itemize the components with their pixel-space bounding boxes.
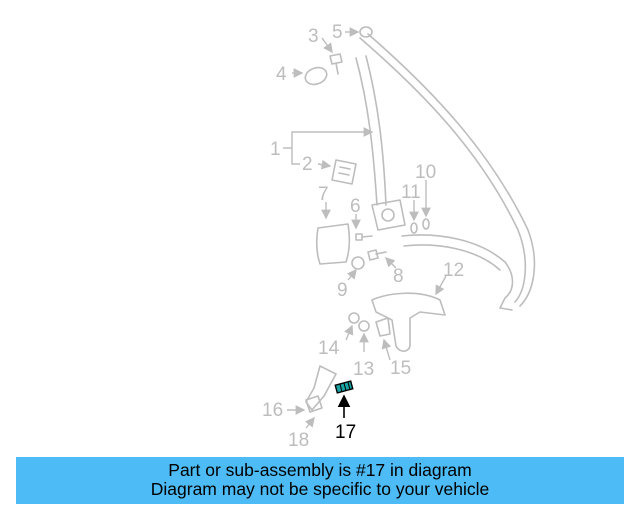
callout-13: 13 [353, 359, 374, 380]
parts-diagram: 1 2 3 4 5 6 7 8 9 10 11 12 13 14 15 16 1… [262, 22, 536, 451]
callout-7: 7 [318, 184, 329, 205]
callout-12: 12 [443, 260, 464, 281]
part-11-clip [410, 222, 418, 234]
callout-1: 1 [270, 139, 281, 160]
part-4-cover [304, 66, 328, 86]
part-16-buckle [305, 365, 337, 411]
callout-17: 17 [335, 422, 356, 443]
part-3-bolt [329, 53, 343, 75]
callout-10: 10 [415, 162, 436, 183]
leader-lines [283, 27, 447, 429]
callout-18: 18 [288, 430, 309, 451]
callout-labels: 1 2 3 4 5 6 7 8 9 10 11 12 13 14 15 16 1… [262, 22, 464, 451]
callout-3: 3 [308, 26, 319, 47]
callout-11: 11 [401, 182, 421, 203]
callout-6: 6 [350, 196, 361, 217]
part-2-guide [331, 159, 357, 185]
part-18-buckle-base [305, 395, 323, 413]
callout-8: 8 [393, 266, 404, 287]
belt-webbing [355, 33, 536, 311]
part-6-bolt [355, 233, 373, 241]
part-8-bolt [367, 249, 387, 261]
callout-16: 16 [262, 400, 283, 421]
callout-9: 9 [337, 280, 348, 301]
info-banner: Part or sub-assembly is #17 in diagram D… [16, 457, 624, 504]
banner-line-2: Diagram may not be specific to your vehi… [150, 479, 490, 499]
part-7-cover [315, 223, 351, 265]
part-17-bolt [334, 380, 354, 394]
callout-15: 15 [390, 358, 411, 379]
part-9-washer [351, 256, 365, 270]
callout-2: 2 [302, 154, 313, 175]
part-12-anchor [371, 292, 446, 352]
part-15-bracket [375, 317, 391, 337]
part-5-cap [359, 26, 373, 38]
part-14-washer [348, 312, 360, 324]
part-13-nut [358, 320, 370, 332]
part-10-clip [422, 218, 430, 230]
callout-14: 14 [318, 338, 340, 359]
callout-4: 4 [276, 64, 287, 85]
retractor [371, 199, 406, 231]
callout-5: 5 [332, 22, 343, 43]
banner-line-1: Part or sub-assembly is #17 in diagram [168, 460, 472, 480]
